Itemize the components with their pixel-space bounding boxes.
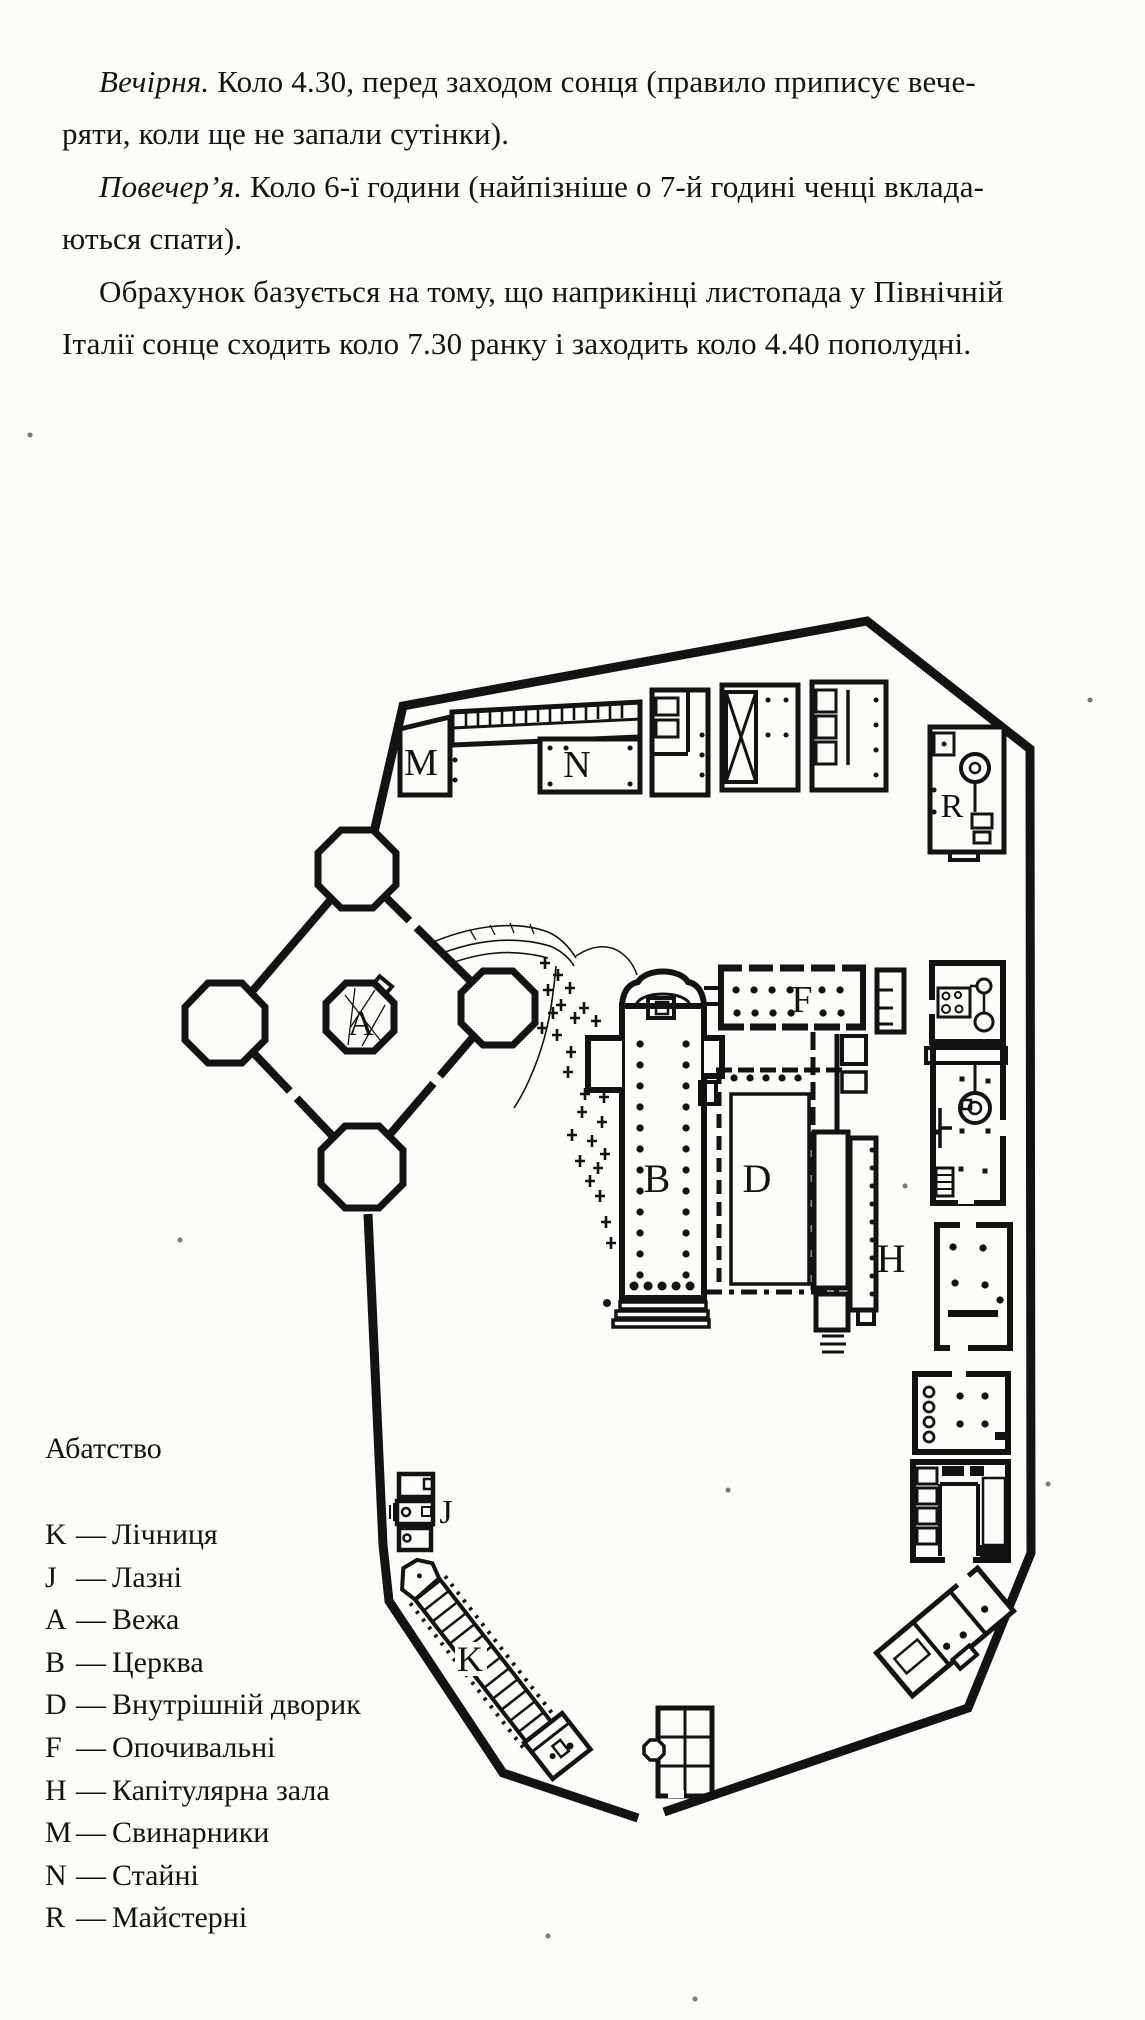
legend-name: Церква <box>112 1645 204 1679</box>
legend-name: Капітулярна зала <box>112 1773 330 1807</box>
legend-item: J —Лазні <box>45 1557 361 1600</box>
intro-rest: Коло 4.30, перед заходом сонця (правило … <box>209 64 976 99</box>
kitchen-refectory <box>924 960 1008 1206</box>
intro-rest: Коло 6-ї години (найпізніше о 7-й годині… <box>242 168 985 204</box>
dormitory-f <box>718 964 907 1035</box>
infirmary-k <box>400 1557 594 1783</box>
map-label-b: B <box>644 1156 671 1201</box>
legend-item: R —Майстерні <box>45 1897 361 1940</box>
intro-rest: Італії сонце сходить коло 7.30 ранку і з… <box>62 326 972 362</box>
legend-letter: N <box>45 1858 67 1892</box>
legend-letter: R <box>45 1901 66 1935</box>
legend-dash: — <box>76 1730 106 1764</box>
legend-item: A —Вежа <box>45 1599 361 1642</box>
legend-dash: — <box>76 1603 106 1637</box>
legend-dash: — <box>76 1901 106 1935</box>
legend-letter: F <box>45 1730 62 1764</box>
legend-name: Свинарники <box>112 1816 270 1850</box>
legend-item: B —Церква <box>45 1642 361 1685</box>
legend-letter: M <box>45 1816 72 1850</box>
map-label-j: J <box>439 1494 452 1531</box>
map-label-f: F <box>791 979 812 1021</box>
legend-dash: — <box>76 1518 106 1551</box>
legend-letter: K <box>45 1518 67 1551</box>
legend-letter: D <box>45 1688 67 1722</box>
map-label-d: D <box>743 1156 772 1201</box>
legend-dash: — <box>76 1816 106 1850</box>
legend-letter: A <box>45 1603 67 1637</box>
legend-dash: — <box>76 1858 106 1892</box>
intro-rest: ряти, коли ще не запали сутінки). <box>62 116 510 152</box>
baths-j <box>389 1471 436 1553</box>
intro-rest: Обрахунок базується на тому, що наприкін… <box>99 273 1004 309</box>
gatehouse <box>642 1705 715 1799</box>
intro-lead: Вечірня. <box>99 64 210 99</box>
map-label-h: H <box>877 1236 906 1281</box>
map-label-a: A <box>348 1003 374 1043</box>
intro-line: Повечер’я. Коло 6-ї години (найпізніше о… <box>62 161 1004 213</box>
map-label-r: R <box>941 788 964 825</box>
east-buildings <box>872 1222 1018 1700</box>
intro-line: Вечірня. Коло 4.30, перед заходом сонця … <box>62 56 1004 108</box>
map-legend: K—Лічниця J—Лазні A—Вежа B—Церква D—Внут… <box>45 1514 361 1940</box>
map-label-m: M <box>404 742 438 784</box>
intro-rest: ються спати). <box>62 221 243 257</box>
legend-title: Абатство <box>45 1432 162 1465</box>
legend-name: Лазні <box>112 1560 182 1594</box>
north-buildings <box>397 679 1007 862</box>
map-label-k: K <box>457 1639 483 1679</box>
intro-line: ряти, коли ще не запали сутінки). <box>62 108 1004 160</box>
legend-name: Стайні <box>112 1858 199 1892</box>
legend-item: D —Внутрішній дворик <box>45 1684 361 1727</box>
legend-name: Лічниця <box>112 1518 218 1551</box>
legend-item: M—Свинарники <box>45 1812 361 1855</box>
intro-lead: Повечер’я. <box>99 168 243 204</box>
church <box>585 968 725 1329</box>
legend-letter: H <box>45 1773 67 1807</box>
scan-specks <box>27 432 1093 2002</box>
chapter-hall-h <box>811 1129 879 1354</box>
map-labels: A B D F H M N R J K <box>348 742 964 1679</box>
intro-line: ються спати). <box>62 213 1004 265</box>
aedificium-tower <box>181 826 539 1212</box>
outer-wall <box>363 616 1036 1823</box>
legend-name: Опочивальні <box>112 1730 276 1764</box>
cemetery-crosses <box>537 957 616 1249</box>
legend-dash: — <box>76 1645 106 1679</box>
legend-item: F —Опочивальні <box>45 1727 361 1770</box>
legend-dash: — <box>76 1688 106 1722</box>
legend-name: Внутрішній дворик <box>112 1688 361 1722</box>
intro-text: Вечірня. Коло 4.30, перед заходом сонця … <box>62 56 1004 370</box>
legend-letter: B <box>45 1645 66 1679</box>
legend-name: Вежа <box>112 1603 180 1637</box>
legend-dash: — <box>76 1560 106 1594</box>
guest-house <box>872 1564 1018 1700</box>
legend-item: K —Лічниця <box>45 1514 361 1557</box>
legend-letter: J <box>45 1560 57 1594</box>
legend-item: N —Стайні <box>45 1855 361 1898</box>
legend-name: Майстерні <box>112 1901 248 1935</box>
intro-line: Обрахунок базується на тому, що наприкін… <box>62 266 1004 318</box>
legend-dash: — <box>76 1773 106 1807</box>
intro-line: Італії сонце сходить коло 7.30 ранку і з… <box>62 318 1004 370</box>
map-label-n: N <box>563 744 590 786</box>
legend-item: H —Капітулярна зала <box>45 1770 361 1813</box>
cloister-d <box>706 1032 868 1295</box>
